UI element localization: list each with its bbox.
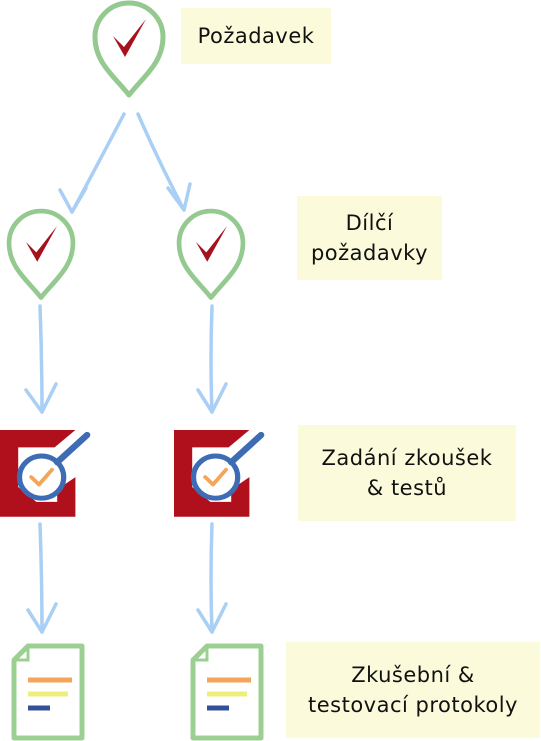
arrow-left-box-to-doc xyxy=(26,522,58,634)
check-map-pin-icon xyxy=(95,3,163,95)
arrow-top-left xyxy=(58,112,126,214)
check-map-pin-icon xyxy=(9,211,73,297)
label-test-assignment-text: Zadání zkoušek & testů xyxy=(321,446,493,500)
document-lines-icon xyxy=(193,646,261,738)
label-test-protocols: Zkušební & testovací protokoly xyxy=(286,642,540,738)
label-requirement: Požadavek xyxy=(181,8,331,64)
arrow-left-pin-to-box xyxy=(24,304,58,414)
arrow-right-pin-to-box xyxy=(196,304,228,414)
label-sub-requirements: Dílčí požadavky xyxy=(297,196,442,280)
document-lines-icon xyxy=(14,646,82,738)
label-requirement-text: Požadavek xyxy=(197,24,315,48)
label-test-assignment: Zadání zkoušek & testů xyxy=(298,425,516,521)
label-test-protocols-text: Zkušební & testovací protokoly xyxy=(308,663,518,717)
label-sub-requirements-text: Dílčí požadavky xyxy=(310,211,429,265)
magnifier-check-icon xyxy=(0,430,87,517)
arrow-right-box-to-doc xyxy=(196,522,228,634)
check-map-pin-icon xyxy=(179,211,243,297)
magnifier-check-icon xyxy=(174,430,261,517)
arrow-top-right xyxy=(136,112,192,212)
